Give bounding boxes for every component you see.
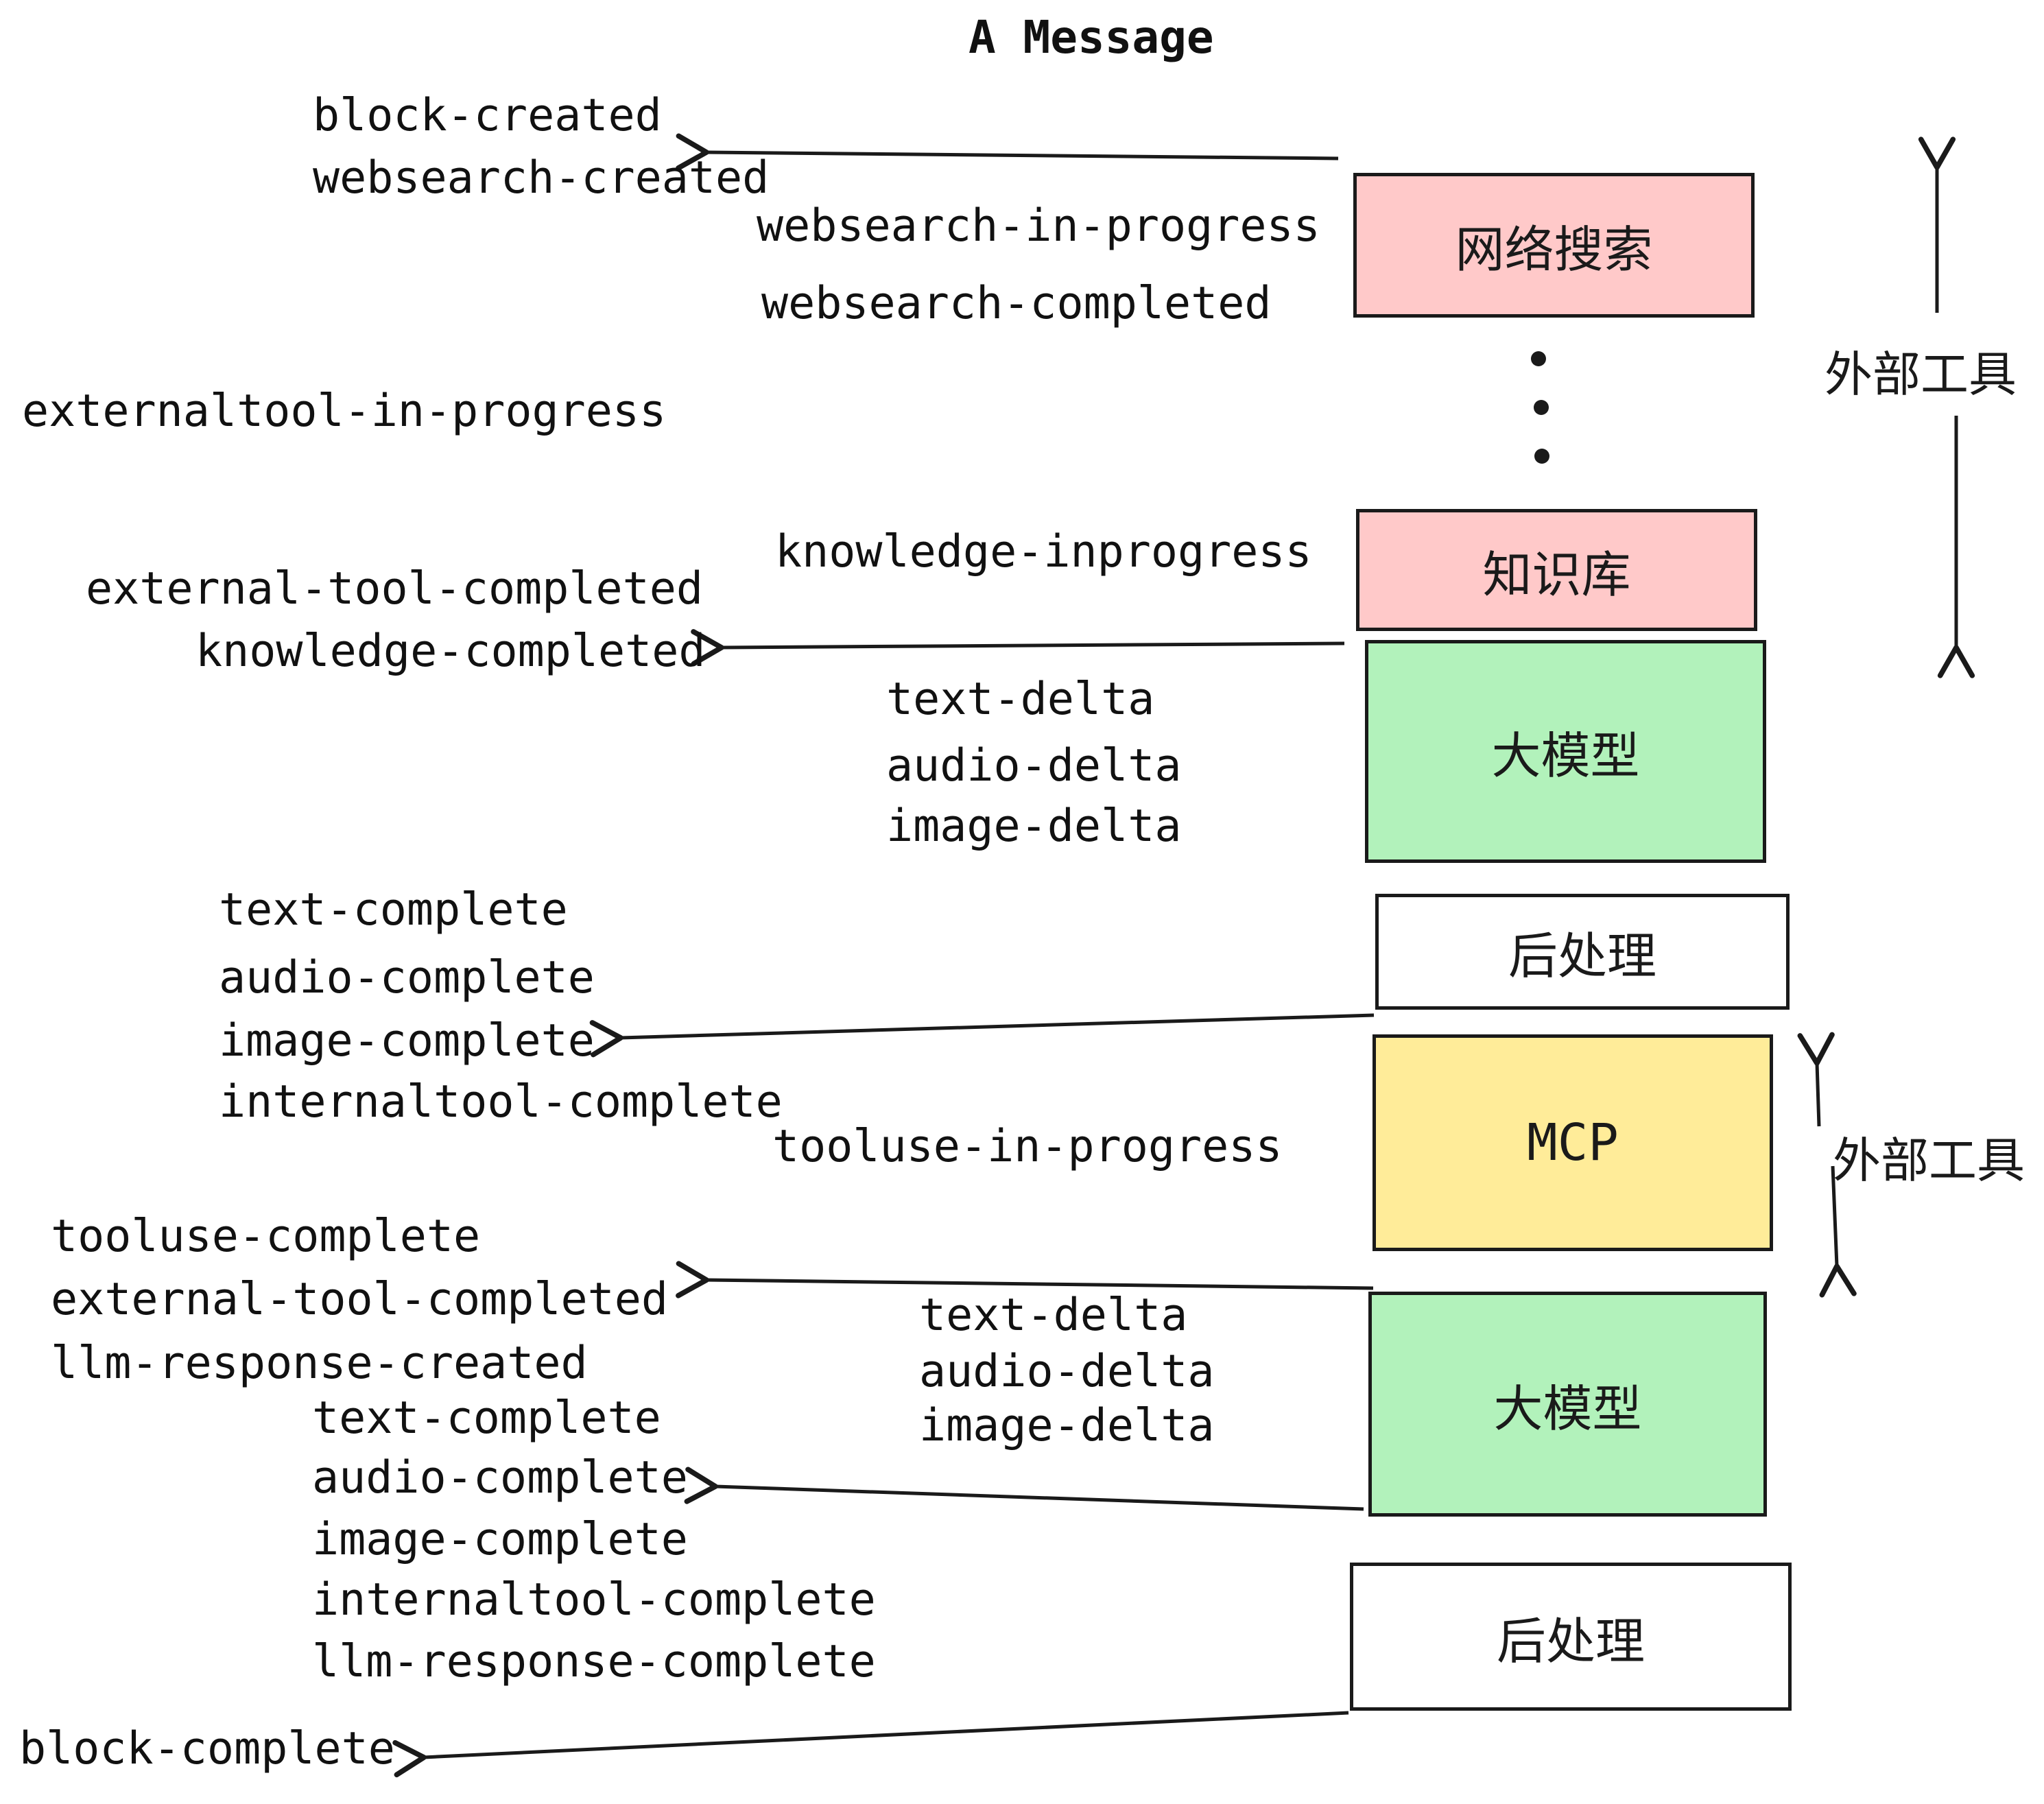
event-websearch-in-progress: websearch-in-progress — [757, 200, 1320, 252]
box-llm-2: 大模型 — [1368, 1292, 1767, 1517]
event-text-complete-2: text-complete — [312, 1392, 661, 1444]
event-text-delta-2: text-delta — [919, 1290, 1188, 1341]
event-llm-response-complete: llm-response-complete — [312, 1636, 876, 1687]
arrow-block-complete — [392, 1711, 1349, 1778]
event-text-complete-1: text-complete — [219, 884, 568, 936]
box-postprocess-1-label: 后处理 — [1508, 927, 1656, 985]
arrow-websearch-created — [676, 133, 1339, 171]
box-knowledge: 知识库 — [1356, 509, 1757, 631]
event-external-tool-completed-1: external-tool-completed — [86, 563, 704, 615]
box-knowledge-label: 知识库 — [1482, 545, 1631, 604]
box-llm-1-label: 大模型 — [1491, 727, 1640, 785]
event-image-delta-2: image-delta — [919, 1400, 1215, 1451]
event-tooluse-in-progress: tooluse-in-progress — [772, 1121, 1283, 1172]
event-image-delta-1: image-delta — [886, 800, 1182, 852]
event-external-tool-completed-2: external-tool-completed — [51, 1274, 669, 1325]
box-websearch-label: 网络搜索 — [1455, 221, 1653, 278]
event-knowledge-completed: knowledge-completed — [195, 626, 706, 677]
box-llm-1: 大模型 — [1365, 640, 1766, 863]
arrow-internal-complete — [589, 1013, 1375, 1058]
box-llm-2-label: 大模型 — [1493, 1379, 1642, 1438]
event-audio-complete-2: audio-complete — [312, 1452, 688, 1504]
event-internaltool-complete-2: internaltool-complete — [312, 1574, 876, 1626]
event-audio-delta-1: audio-delta — [886, 740, 1182, 792]
arrow-external-tools2-down-icon — [1819, 1165, 1857, 1298]
box-mcp-label: MCP — [1527, 1113, 1619, 1172]
side-label-external-tools-1: 外部工具 — [1825, 346, 2017, 403]
event-tooluse-complete: tooluse-complete — [51, 1211, 481, 1262]
page-title: A Message — [968, 11, 1214, 64]
box-websearch: 网络搜索 — [1353, 173, 1755, 318]
vertical-ellipsis-icon — [1531, 351, 1549, 464]
event-image-complete-2: image-complete — [312, 1514, 688, 1565]
arrow-knowledge-completed — [691, 629, 1345, 667]
box-postprocess-2: 后处理 — [1350, 1563, 1792, 1711]
box-mcp: MCP — [1372, 1034, 1773, 1251]
event-internaltool-complete-1: internaltool-complete — [219, 1076, 783, 1128]
event-text-delta-1: text-delta — [886, 674, 1155, 725]
arrow-llm-complete — [684, 1467, 1364, 1511]
arrow-external-tools2-up-icon — [1797, 1032, 1835, 1127]
box-postprocess-1: 后处理 — [1375, 894, 1790, 1010]
event-audio-delta-2: audio-delta — [919, 1346, 1215, 1397]
event-knowledge-inprogress: knowledge-inprogress — [775, 526, 1312, 578]
event-image-complete-1: image-complete — [219, 1015, 595, 1067]
event-audio-complete-1: audio-complete — [219, 952, 595, 1004]
side-label-external-tools-2: 外部工具 — [1833, 1132, 2025, 1189]
box-postprocess-2-label: 后处理 — [1496, 1612, 1645, 1670]
event-block-created: block-created — [313, 90, 662, 141]
event-websearch-completed: websearch-completed — [761, 278, 1272, 329]
event-externaltool-in-progress: externaltool-in-progress — [22, 385, 667, 437]
event-websearch-created: websearch-created — [313, 152, 770, 204]
event-block-complete: block-complete — [19, 1723, 395, 1775]
event-llm-response-created: llm-response-created — [51, 1338, 588, 1389]
arrow-tooluse-complete — [676, 1261, 1374, 1298]
